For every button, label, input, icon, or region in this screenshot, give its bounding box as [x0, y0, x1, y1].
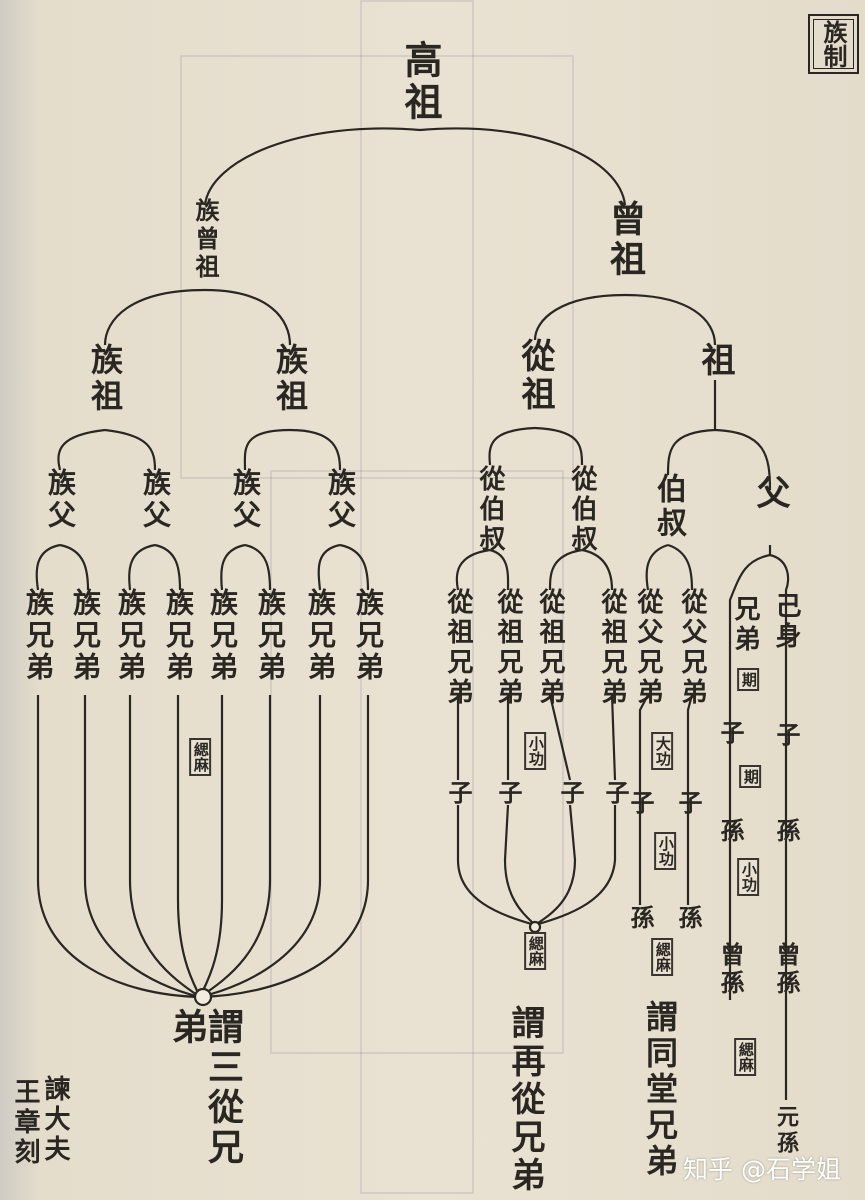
line: [666, 380, 717, 476]
mourning-grade-box: 期: [737, 668, 759, 691]
line: [317, 543, 370, 591]
kinship-node: 從祖兄弟: [443, 588, 473, 708]
engraver-credit: 王章刻: [10, 1078, 40, 1168]
line: [728, 545, 772, 1000]
show-through-grid: [180, 55, 574, 479]
line: [57, 428, 106, 471]
kinship-node: 族父: [44, 468, 77, 532]
line: [686, 694, 694, 905]
kinship-node: 從祖兄弟: [535, 588, 565, 708]
kinship-node: 元孫: [773, 1105, 799, 1157]
kinship-node: 族父: [324, 468, 357, 532]
kinship-node: 曾孫: [716, 942, 745, 998]
kinship-node: 孫: [626, 905, 655, 933]
kinship-node: 族兄弟: [69, 588, 102, 684]
kinship-node: 從祖: [515, 338, 555, 414]
congzu-xiongdi-convergence: [456, 694, 617, 934]
line: [243, 428, 291, 471]
line: [638, 694, 649, 905]
kinship-node: 子: [674, 790, 703, 818]
line: [203, 127, 421, 206]
mourning-grade-box: 小功: [737, 858, 759, 896]
mourning-grade-box: 期: [739, 765, 761, 788]
kinship-node: 父: [750, 475, 790, 513]
line: [128, 543, 182, 591]
line: [220, 543, 272, 591]
mourning-grade-box: 小功: [654, 832, 676, 870]
kinship-node: 從祖兄弟: [493, 588, 523, 708]
page-title: 族制: [808, 14, 859, 74]
line: [419, 127, 627, 206]
kinship-node: 族兄弟: [162, 588, 195, 684]
line: [645, 543, 694, 591]
engraver-credit: 諫大夫: [40, 1075, 70, 1165]
kinship-node: 從父兄弟: [677, 588, 707, 708]
kinship-node: 曾祖: [604, 200, 646, 280]
mourning-grade-box: 緦麻: [524, 932, 546, 970]
mourning-grade-box: 小功: [524, 732, 546, 770]
kinship-node: 高祖: [398, 40, 443, 124]
line: [714, 428, 772, 491]
line: [104, 428, 157, 471]
kinship-node: 族曾祖: [191, 198, 220, 282]
kinship-node: 族父: [229, 468, 262, 532]
kinship-node: 己身: [771, 592, 801, 652]
line: [103, 288, 206, 346]
kinship-node: 族兄弟: [254, 588, 287, 684]
kinship-node: 族兄弟: [22, 588, 55, 684]
watermark: 知乎 @石学姐: [683, 1155, 841, 1184]
kinship-node: 族兄弟: [304, 588, 337, 684]
kinship-node: 兄弟: [730, 595, 760, 655]
line: [289, 428, 342, 471]
line: [624, 293, 717, 346]
line: [548, 548, 614, 591]
kinship-node: 子: [772, 722, 801, 750]
kinship-node: 孫: [716, 818, 745, 846]
kinship-node: 從伯叔: [567, 465, 597, 555]
line: [35, 543, 90, 591]
kinship-node: 孫: [772, 818, 801, 846]
kinship-node: 子: [716, 720, 745, 748]
kinship-node: 孫: [674, 905, 703, 933]
kinship-node: 曾孫: [772, 942, 801, 998]
summary-label: 謂再從兄弟: [505, 1005, 545, 1195]
kinship-node: 子: [601, 780, 630, 808]
summary-label: 謂三從兄弟: [166, 1008, 244, 1168]
kinship-node: 子: [444, 780, 473, 808]
kinship-node: 族兄弟: [352, 588, 385, 684]
kinship-node: 族兄弟: [206, 588, 239, 684]
kinship-node: 族父: [139, 468, 172, 532]
line: [455, 548, 510, 591]
kinship-node: 子: [556, 780, 585, 808]
mourning-grade-box: 大功: [651, 732, 673, 770]
kinship-node: 族兄弟: [114, 588, 147, 684]
kinship-node: 族祖: [271, 343, 309, 415]
line: [769, 553, 790, 1100]
kinship-node: 從父兄弟: [633, 588, 663, 708]
mourning-grade-box: 緦麻: [734, 1038, 756, 1076]
line: [534, 426, 584, 466]
kinship-node: 伯叔: [651, 473, 686, 541]
show-through-grid: [360, 0, 474, 1194]
kinship-node: 從祖兄弟: [597, 588, 627, 708]
kinship-node: 祖: [695, 342, 735, 380]
line: [488, 426, 536, 466]
line: [533, 293, 626, 341]
mourning-grade-box: 緦麻: [189, 738, 211, 776]
summary-label: 謂同堂兄弟: [641, 1000, 679, 1180]
kinship-node: 子: [494, 780, 523, 808]
mourning-grade-box: 緦麻: [651, 938, 673, 976]
kinship-node: 子: [626, 790, 655, 818]
kinship-node: 從伯叔: [475, 465, 505, 555]
zu-xiongdi-convergence: [36, 695, 370, 1007]
kinship-node: 族祖: [86, 343, 124, 415]
line: [204, 288, 292, 346]
